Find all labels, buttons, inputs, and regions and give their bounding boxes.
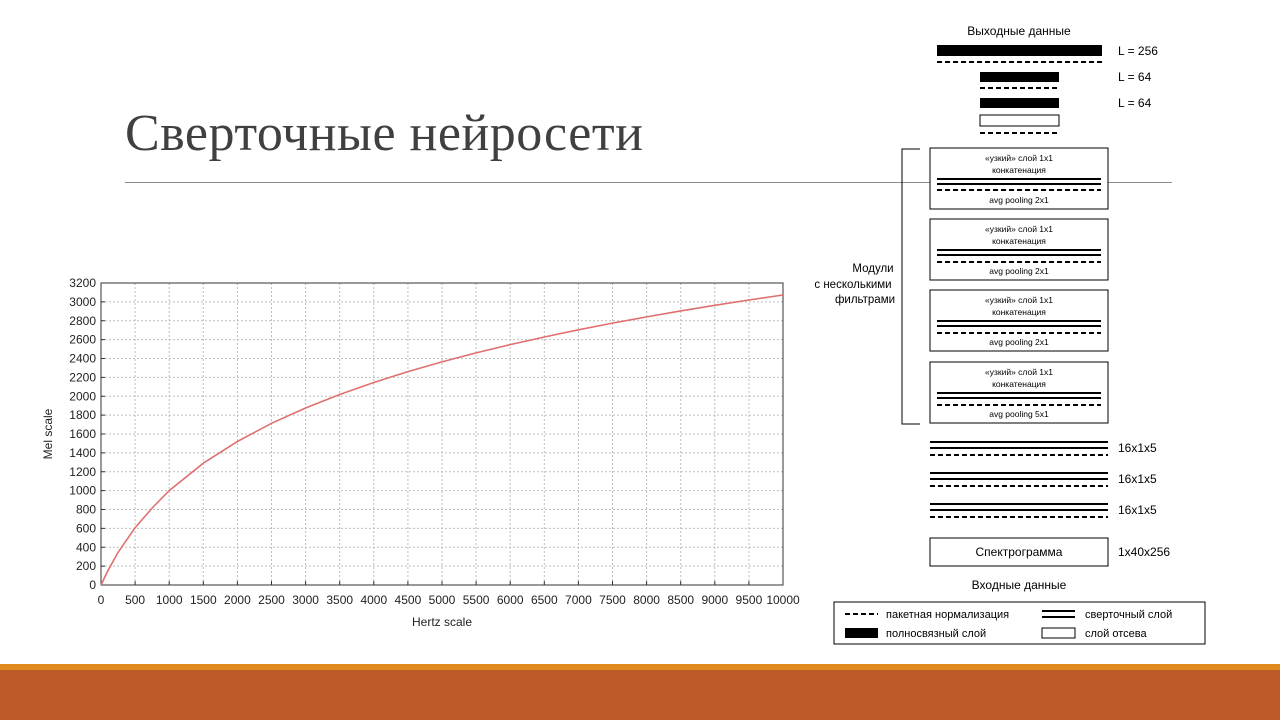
x-tick-label: 7500 [599, 593, 626, 607]
x-tick-label: 4000 [360, 593, 387, 607]
chart-grid [100, 282, 784, 586]
x-tick-label: 1000 [156, 593, 183, 607]
x-tick-label: 8000 [633, 593, 660, 607]
series-line [100, 294, 784, 586]
x-tick-labels: 0 500 1000 1500 2000 2500 3000 3500 4000 4500 5000… [98, 593, 800, 607]
x-tick-label: 5500 [463, 593, 490, 607]
inception-module-2: «узкий» слой 1x1 конкатенация avg poolin… [929, 218, 1109, 281]
dense-layer-64-b [980, 98, 1059, 108]
x-tick-label: 3500 [326, 593, 353, 607]
spectrogram-dims: 1x40x256 [1118, 545, 1170, 559]
legend-dense-swatch [845, 628, 878, 638]
conv-dims-label: 16x1x5 [1118, 472, 1157, 486]
dense-layer-256 [937, 45, 1102, 56]
y-tick-label: 400 [76, 540, 96, 554]
y-tick-label: 3200 [69, 276, 96, 290]
module-bottom-label: avg pooling 5x1 [989, 409, 1049, 419]
inception-module-1: «узкий» слой 1x1 конкатенация avg poolin… [929, 147, 1109, 210]
modules-label-line2: с несколькими [814, 279, 891, 291]
x-axis-label: Hertz scale [412, 615, 472, 629]
module-mid-label: конкатенация [992, 236, 1046, 246]
x-tick-label: 2000 [224, 593, 251, 607]
x-tick-label: 500 [125, 593, 145, 607]
module-mid-label: конкатенация [992, 307, 1046, 317]
input-label: Входные данные [972, 578, 1067, 592]
conv-block-2: 16x1x5 [930, 472, 1157, 487]
x-tick-label: 8500 [667, 593, 694, 607]
x-tick-label: 9000 [701, 593, 728, 607]
y-tick-label: 1400 [69, 446, 96, 460]
dense-layer-64-a [980, 72, 1059, 82]
modules-label-line1: Модули [852, 263, 893, 275]
x-tick-label: 4500 [395, 593, 422, 607]
x-tick-label: 10000 [766, 593, 800, 607]
legend-dropout-label: слой отсева [1085, 628, 1147, 640]
module-mid-label: конкатенация [992, 379, 1046, 389]
spectrogram-box [929, 537, 1109, 567]
x-tick-label: 0 [98, 593, 105, 607]
x-tick-label: 2500 [258, 593, 285, 607]
mel-scale-chart: 0 200 400 600 800 1000 1200 1400 1600 1800 2000 220… [41, 276, 800, 629]
y-tick-label: 1600 [69, 427, 96, 441]
footer-band [0, 670, 1280, 720]
y-tick-label: 2000 [69, 389, 96, 403]
y-tick-label: 800 [76, 503, 96, 517]
conv-block-3: 16x1x5 [930, 503, 1157, 518]
module-bottom-label: avg pooling 2x1 [989, 195, 1049, 205]
x-tick-label: 3000 [292, 593, 319, 607]
module-mid-label: конкатенация [992, 165, 1046, 175]
module-bottom-label: avg pooling 2x1 [989, 337, 1049, 347]
y-tick-label: 2600 [69, 333, 96, 347]
y-tick-label: 1200 [69, 465, 96, 479]
y-tick-labels: 0 200 400 600 800 1000 1200 1400 1600 1800 2000 220… [69, 276, 96, 592]
modules-label-line3: фильтрами [835, 294, 895, 306]
dense-label-256: L = 256 [1118, 44, 1158, 58]
diagram-legend: пакетная нормализация сверточный слой по… [833, 601, 1206, 645]
module-top-label: «узкий» слой 1x1 [985, 367, 1053, 377]
x-tick-label: 7000 [565, 593, 592, 607]
legend-dropout-swatch [1041, 627, 1076, 639]
module-bottom-label: avg pooling 2x1 [989, 266, 1049, 276]
footer-accent-stripe [0, 664, 1280, 670]
y-axis-label: Mel scale [41, 408, 55, 459]
conv-dims-label: 16x1x5 [1118, 503, 1157, 517]
y-tick-label: 2200 [69, 370, 96, 384]
dense-label-64-b: L = 64 [1118, 96, 1152, 110]
y-tick-label: 2400 [69, 352, 96, 366]
y-tick-label: 1800 [69, 408, 96, 422]
output-label: Выходные данные [967, 24, 1071, 38]
legend-batch-norm-label: пакетная нормализация [886, 609, 1009, 621]
plot-frame [100, 282, 784, 586]
modules-bracket [901, 148, 920, 425]
x-tick-label: 1500 [190, 593, 217, 607]
x-tick-label: 6500 [531, 593, 558, 607]
y-tick-label: 1000 [69, 484, 96, 498]
legend-dense-label: полносвязный слой [886, 628, 986, 640]
legend-conv-label: сверточный слой [1085, 609, 1172, 621]
y-tick-label: 2800 [69, 314, 96, 328]
y-tick-label: 3000 [69, 295, 96, 309]
spectrogram-label: Спектрограмма [976, 545, 1063, 559]
title-divider [125, 182, 1172, 183]
conv-dims-label: 16x1x5 [1118, 441, 1157, 455]
x-tick-label: 9500 [736, 593, 763, 607]
module-top-label: «узкий» слой 1x1 [985, 224, 1053, 234]
slide-title: Сверточные нейросети [125, 105, 644, 162]
module-top-label: «узкий» слой 1x1 [985, 295, 1053, 305]
x-tick-label: 5000 [429, 593, 456, 607]
y-tick-label: 200 [76, 559, 96, 573]
y-tick-label: 0 [89, 578, 96, 592]
y-tick-label: 600 [76, 521, 96, 535]
inception-module-4: «узкий» слой 1x1 конкатенация avg poolin… [929, 361, 1109, 424]
dense-label-64-a: L = 64 [1118, 70, 1152, 84]
inception-module-3: «узкий» слой 1x1 конкатенация avg poolin… [929, 289, 1109, 352]
conv-block-1: 16x1x5 [930, 441, 1157, 456]
dropout-layer [979, 114, 1060, 127]
module-top-label: «узкий» слой 1x1 [985, 153, 1053, 163]
x-tick-label: 6000 [497, 593, 524, 607]
